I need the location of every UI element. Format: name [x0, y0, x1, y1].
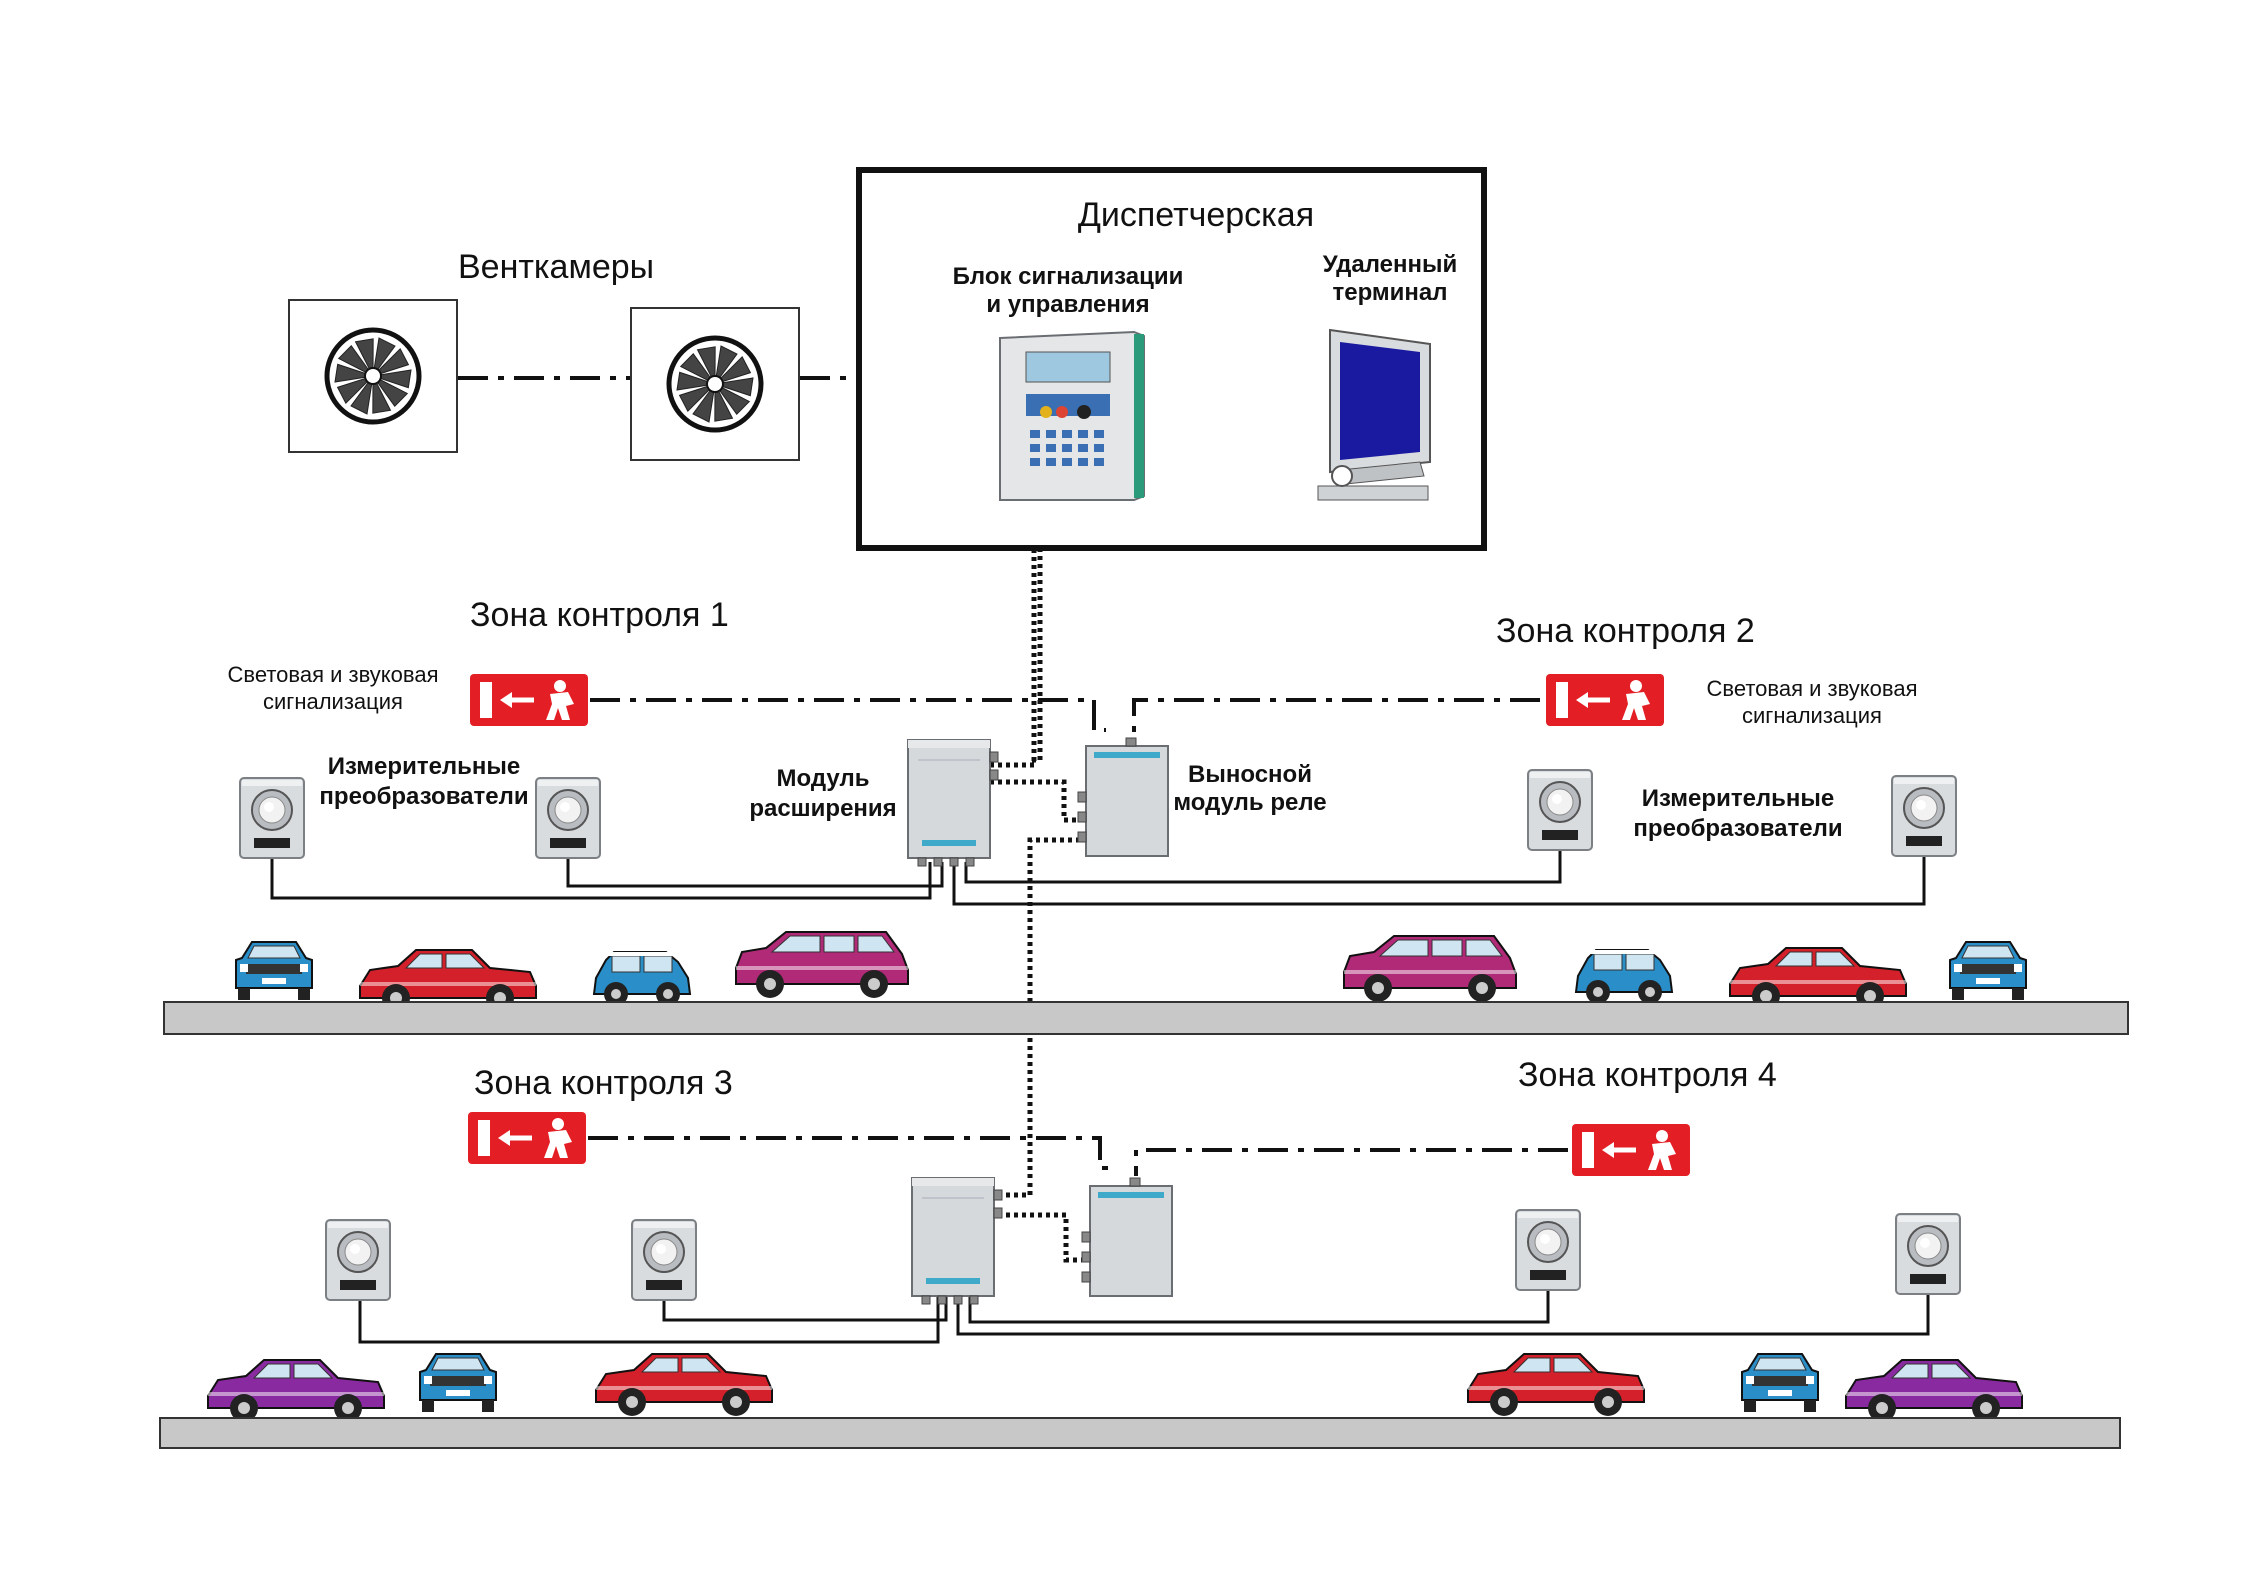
car-icon [1575, 949, 1673, 1005]
zone1-title: Зона контроля 1 [470, 596, 729, 634]
car-icon [1845, 1359, 2023, 1423]
sensor-icon [1895, 1213, 1961, 1295]
car-icon [735, 931, 909, 999]
zone2-sensors-label-line1: Измерительные [1642, 785, 1835, 812]
level2-floor [159, 1417, 2121, 1449]
bus-to-exp1-line [990, 502, 1037, 768]
terminal-label-line1: Удаленный [1323, 251, 1458, 278]
expansion-module-label-line2: расширения [749, 795, 896, 822]
zone1-alarm-label-line1: Световая и звуковая [228, 662, 439, 687]
sensor2-wire [566, 858, 944, 888]
car-icon [595, 1353, 773, 1417]
ventilation-label: Венткамеры [458, 248, 654, 286]
car-icon [1467, 1353, 1645, 1417]
car-icon [1741, 1353, 1819, 1413]
car-icon [593, 951, 691, 1007]
bus-to-exp2-line [990, 1180, 1033, 1198]
control-panel-icon [999, 330, 1145, 501]
level1-floor [163, 1001, 2129, 1035]
zone1-alarm-label-line2: сигнализация [263, 689, 403, 714]
sensor-icon [1515, 1209, 1581, 1291]
zone4-title: Зона контроля 4 [1518, 1056, 1777, 1094]
fan-icon [327, 330, 419, 422]
zone1-sensors-label-line1: Измерительные [328, 753, 521, 780]
zone1-sensors-label-line2: преобразователи [319, 783, 528, 810]
control-unit-label-line1: Блок сигнализации [953, 263, 1184, 290]
expansion-module-1 [907, 739, 999, 867]
sensor-icon [239, 777, 305, 859]
relay-module-1 [1077, 737, 1169, 857]
zone2-alarm-label-line1: Световая и звуковая [1707, 676, 1918, 701]
exp1-to-relay1-line [990, 779, 1080, 823]
zone2-alarm-label-line2: сигнализация [1742, 703, 1882, 728]
exit-sign-icon [1546, 674, 1664, 726]
car-icon [207, 1359, 385, 1423]
exit-sign-icon [1572, 1124, 1690, 1176]
sensor6-wire [662, 1296, 948, 1322]
expansion-module-2 [911, 1177, 1003, 1305]
relay-module-label-line2: модуль реле [1173, 789, 1326, 816]
zone2-title: Зона контроля 2 [1496, 612, 1755, 650]
exit-sign-icon [468, 1112, 586, 1164]
fan-icon [669, 338, 761, 430]
sensor-icon [1891, 775, 1957, 857]
car-icon [1949, 941, 2027, 1001]
sensor-icon [535, 777, 601, 859]
sensor7-wire [968, 1290, 1550, 1324]
zone4-alarm-line [1134, 1148, 1568, 1176]
control-unit-label-line2: и управления [986, 291, 1149, 318]
exp2-to-relay2-line [990, 1212, 1082, 1263]
fan-unit-1 [288, 299, 458, 453]
car-icon [1343, 935, 1517, 1003]
exit-sign-icon [470, 674, 588, 726]
sensor-icon [1527, 769, 1593, 851]
sensor-icon [325, 1219, 391, 1301]
zone2-alarm-line [1132, 698, 1540, 732]
control-room-title: Диспетчерская [1078, 196, 1314, 234]
car-icon [235, 941, 313, 1001]
fan-unit-2 [630, 307, 800, 461]
relay-module-label-line1: Выносной [1188, 761, 1312, 788]
relay-module-2 [1081, 1177, 1173, 1297]
monitor-icon [1317, 328, 1431, 501]
zone3-alarm-line [588, 1136, 1110, 1170]
zone1-alarm-line [590, 698, 1106, 732]
sensor-icon [631, 1219, 697, 1301]
sensor1-wire [270, 858, 932, 900]
zone2-sensors-label-line2: преобразователи [1633, 815, 1842, 842]
terminal-label-line2: терминал [1332, 279, 1447, 306]
zone3-title: Зона контроля 3 [474, 1064, 733, 1102]
expansion-module-label-line1: Модуль [777, 765, 870, 792]
car-icon [419, 1353, 497, 1413]
car-icon [1729, 947, 1907, 1011]
sensor4-wire [952, 856, 1926, 906]
sensor8-wire [956, 1294, 1930, 1336]
sensor3-wire [964, 850, 1562, 884]
